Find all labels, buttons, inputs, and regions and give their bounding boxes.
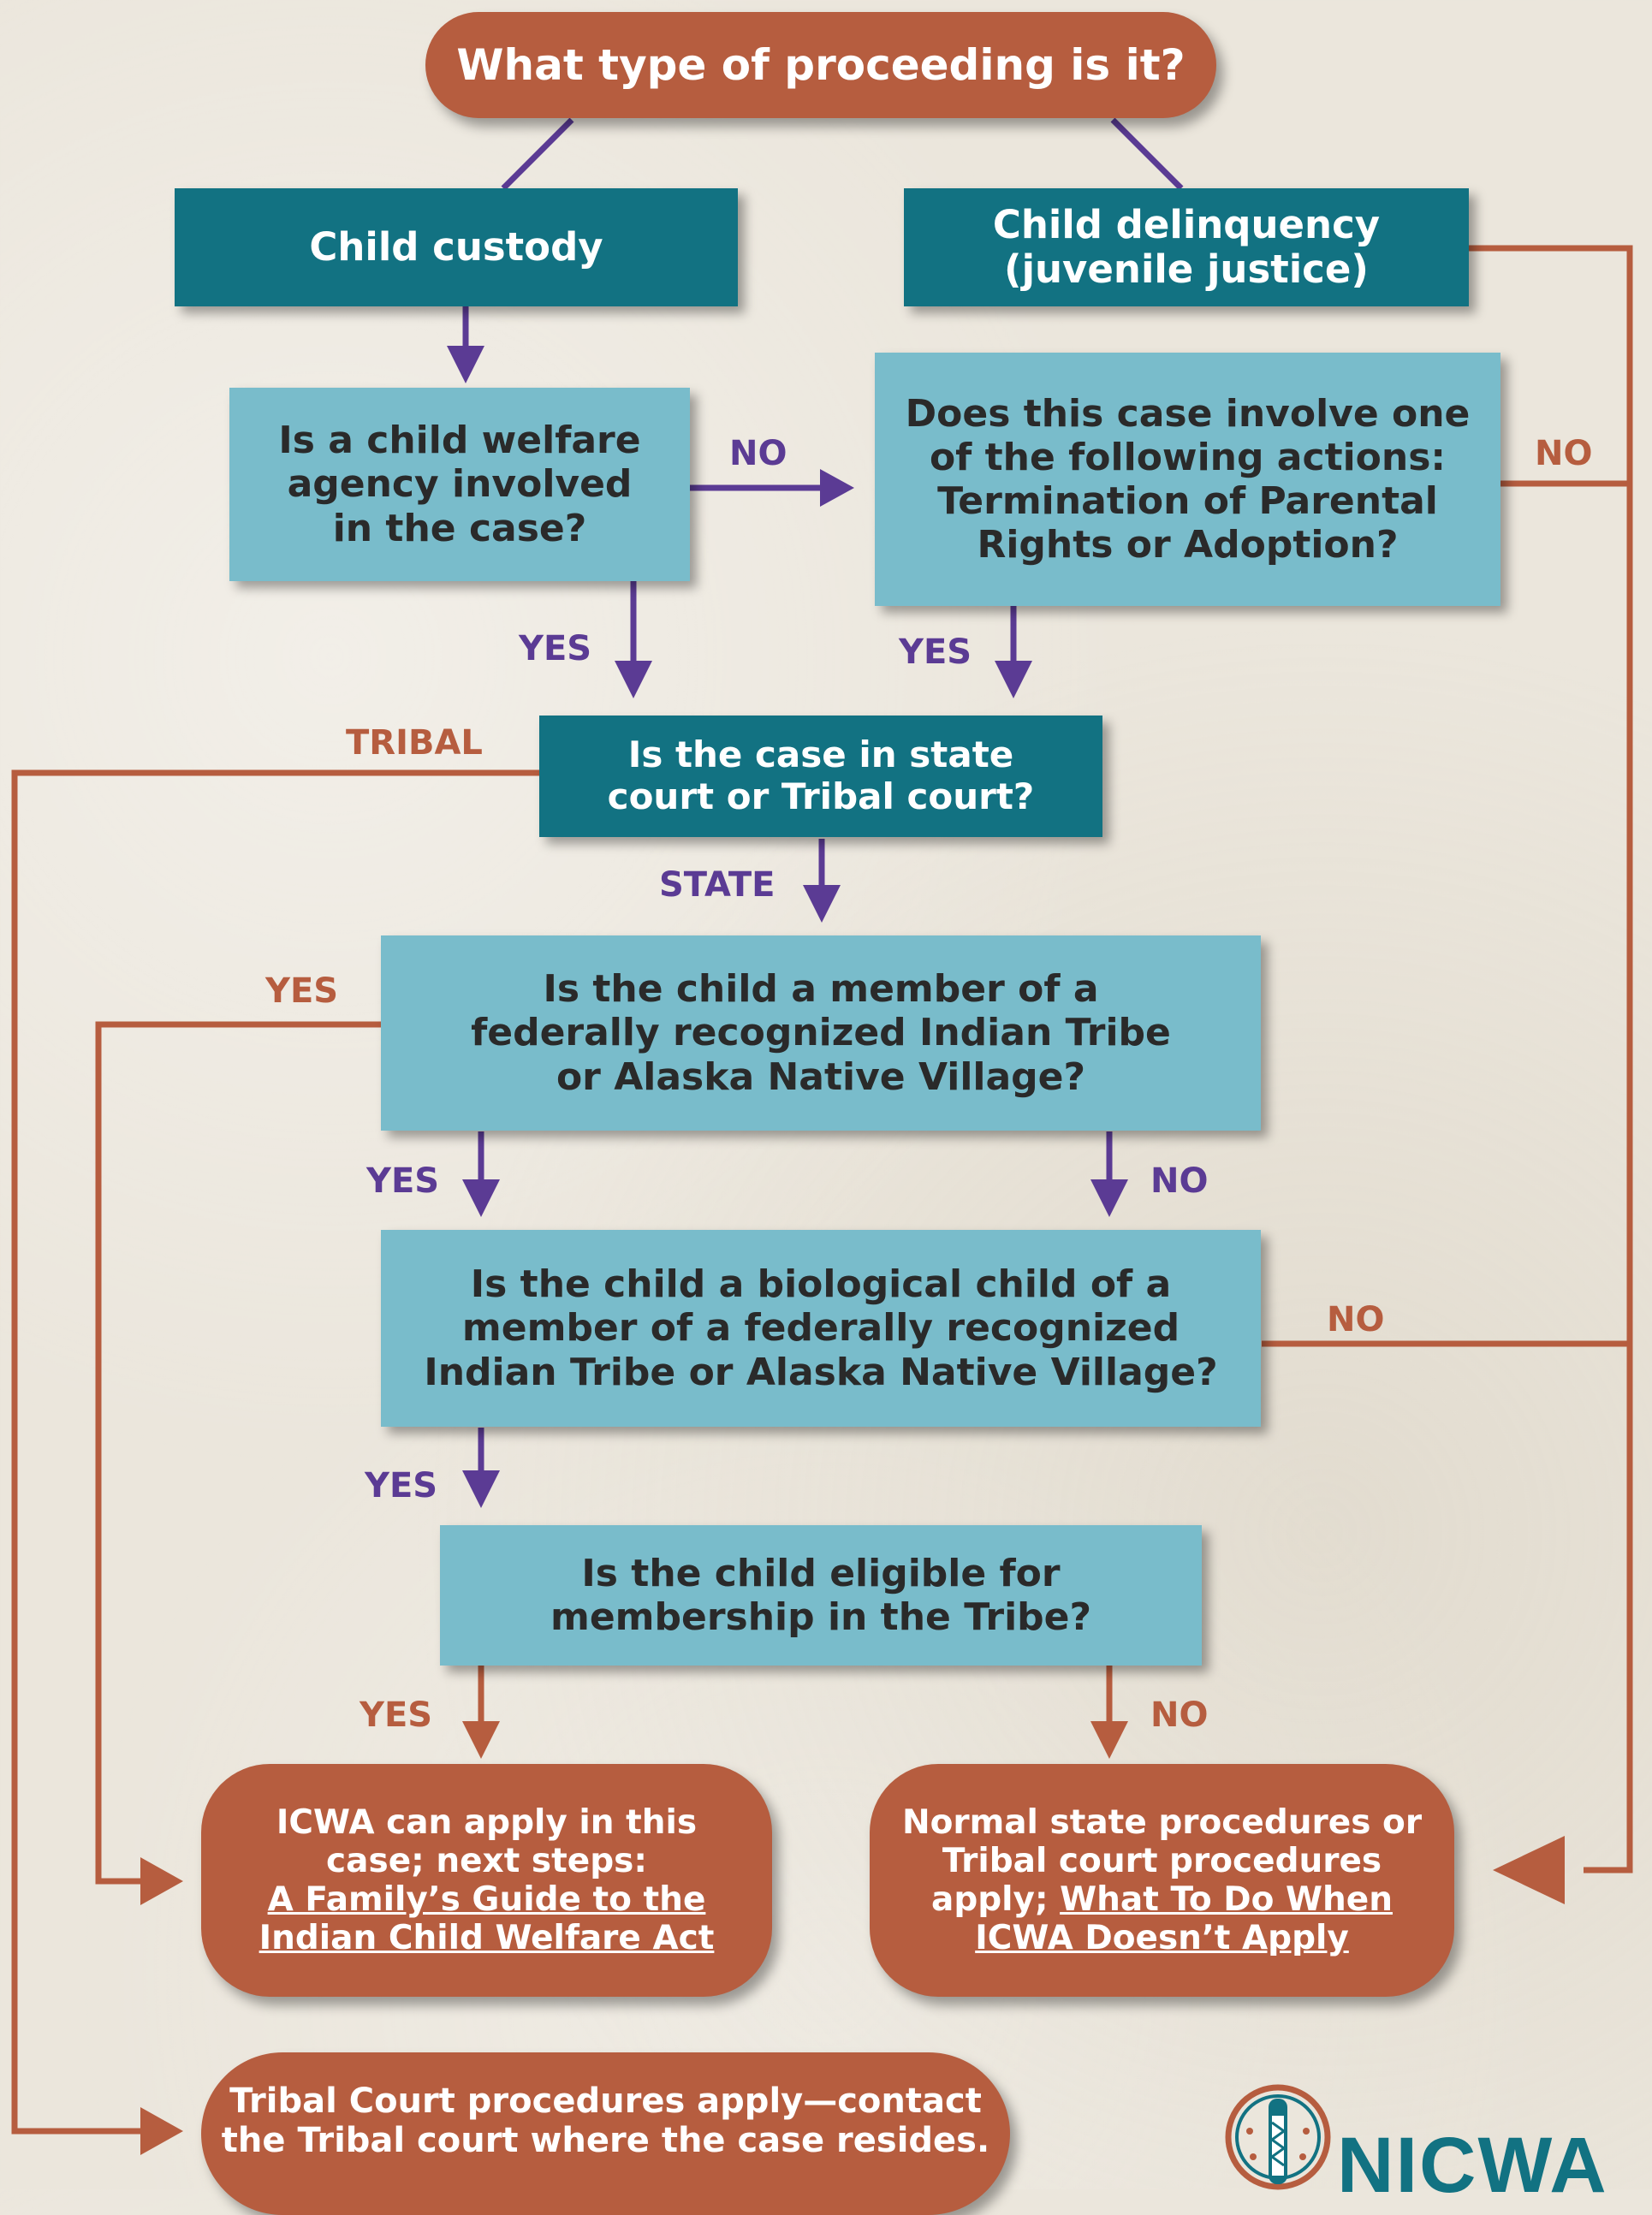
actions-question: Does this case involve one of the follow…: [875, 353, 1500, 606]
welfare-agency-text: Is a child welfare agency involved in th…: [278, 419, 641, 550]
biological-no-label: NO: [1327, 1300, 1385, 1339]
eligible-no-label: NO: [1150, 1695, 1209, 1735]
eligible-text: Is the child eligible for membership in …: [550, 1551, 1092, 1639]
court-tribal-label: TRIBAL: [346, 723, 483, 763]
nicwa-logo-text: NICWA: [1337, 2122, 1608, 2209]
normal-procedures-lead: Normal state procedures or Tribal court …: [901, 1802, 1423, 1919]
icwa-applies-text: ICWA can apply in this case; next steps:: [276, 1802, 698, 1880]
child-delinquency-text: Child delinquency (juvenile justice): [992, 201, 1381, 292]
member-yes-label: YES: [366, 1161, 440, 1201]
court-state-label: STATE: [659, 865, 775, 905]
normal-procedures-node: Normal state procedures or Tribal court …: [870, 1764, 1454, 1997]
eligible-question: Is the child eligible for membership in …: [440, 1525, 1202, 1666]
court-question: Is the case in state court or Tribal cou…: [539, 716, 1102, 837]
icwa-applies-node: ICWA can apply in this case; next steps:…: [201, 1764, 772, 1997]
start-node-text: What type of proceeding is it?: [456, 40, 1186, 90]
nicwa-emblem-icon: [1225, 2084, 1331, 2190]
biological-text: Is the child a biological child of a mem…: [424, 1262, 1218, 1394]
tribal-court-text: Tribal Court procedures apply—contact th…: [221, 2081, 990, 2161]
eligible-yes-label: YES: [360, 1695, 433, 1735]
member-text: Is the child a member of a federally rec…: [471, 967, 1171, 1099]
member-no-label: NO: [1150, 1161, 1209, 1201]
actions-text: Does this case involve one of the follow…: [905, 391, 1471, 567]
child-custody-text: Child custody: [309, 223, 603, 270]
member-yes-left-label: YES: [265, 971, 339, 1011]
child-custody-box: Child custody: [175, 188, 738, 306]
delinquency-no-label: NO: [1535, 434, 1593, 473]
normal-procedures-text: Normal state procedures or Tribal court …: [902, 1803, 1422, 1958]
purple-arrowheads: [447, 346, 1128, 1508]
welfare-no-label: NO: [729, 434, 787, 473]
family-guide-link[interactable]: A Family’s Guide to the Indian Child Wel…: [258, 1880, 715, 1958]
member-question: Is the child a member of a federally rec…: [381, 935, 1261, 1131]
biological-yes-label: YES: [365, 1466, 438, 1505]
actions-yes-label: YES: [899, 632, 972, 672]
welfare-yes-label: YES: [519, 629, 592, 668]
icwa-doesnt-apply-link[interactable]: What To Do When ICWA Doesn’t Apply: [975, 1880, 1393, 1958]
biological-question: Is the child a biological child of a mem…: [381, 1230, 1261, 1427]
rust-arrowheads: [140, 1721, 1565, 2155]
child-delinquency-box: Child delinquency (juvenile justice): [904, 188, 1469, 306]
court-text: Is the case in state court or Tribal cou…: [607, 733, 1035, 817]
tribal-court-node: Tribal Court procedures apply—contact th…: [201, 2052, 1010, 2215]
start-node: What type of proceeding is it?: [425, 12, 1216, 118]
purple-connectors: [462, 117, 1184, 1472]
welfare-agency-question: Is a child welfare agency involved in th…: [229, 388, 690, 581]
rust-connectors: [11, 245, 1633, 2135]
